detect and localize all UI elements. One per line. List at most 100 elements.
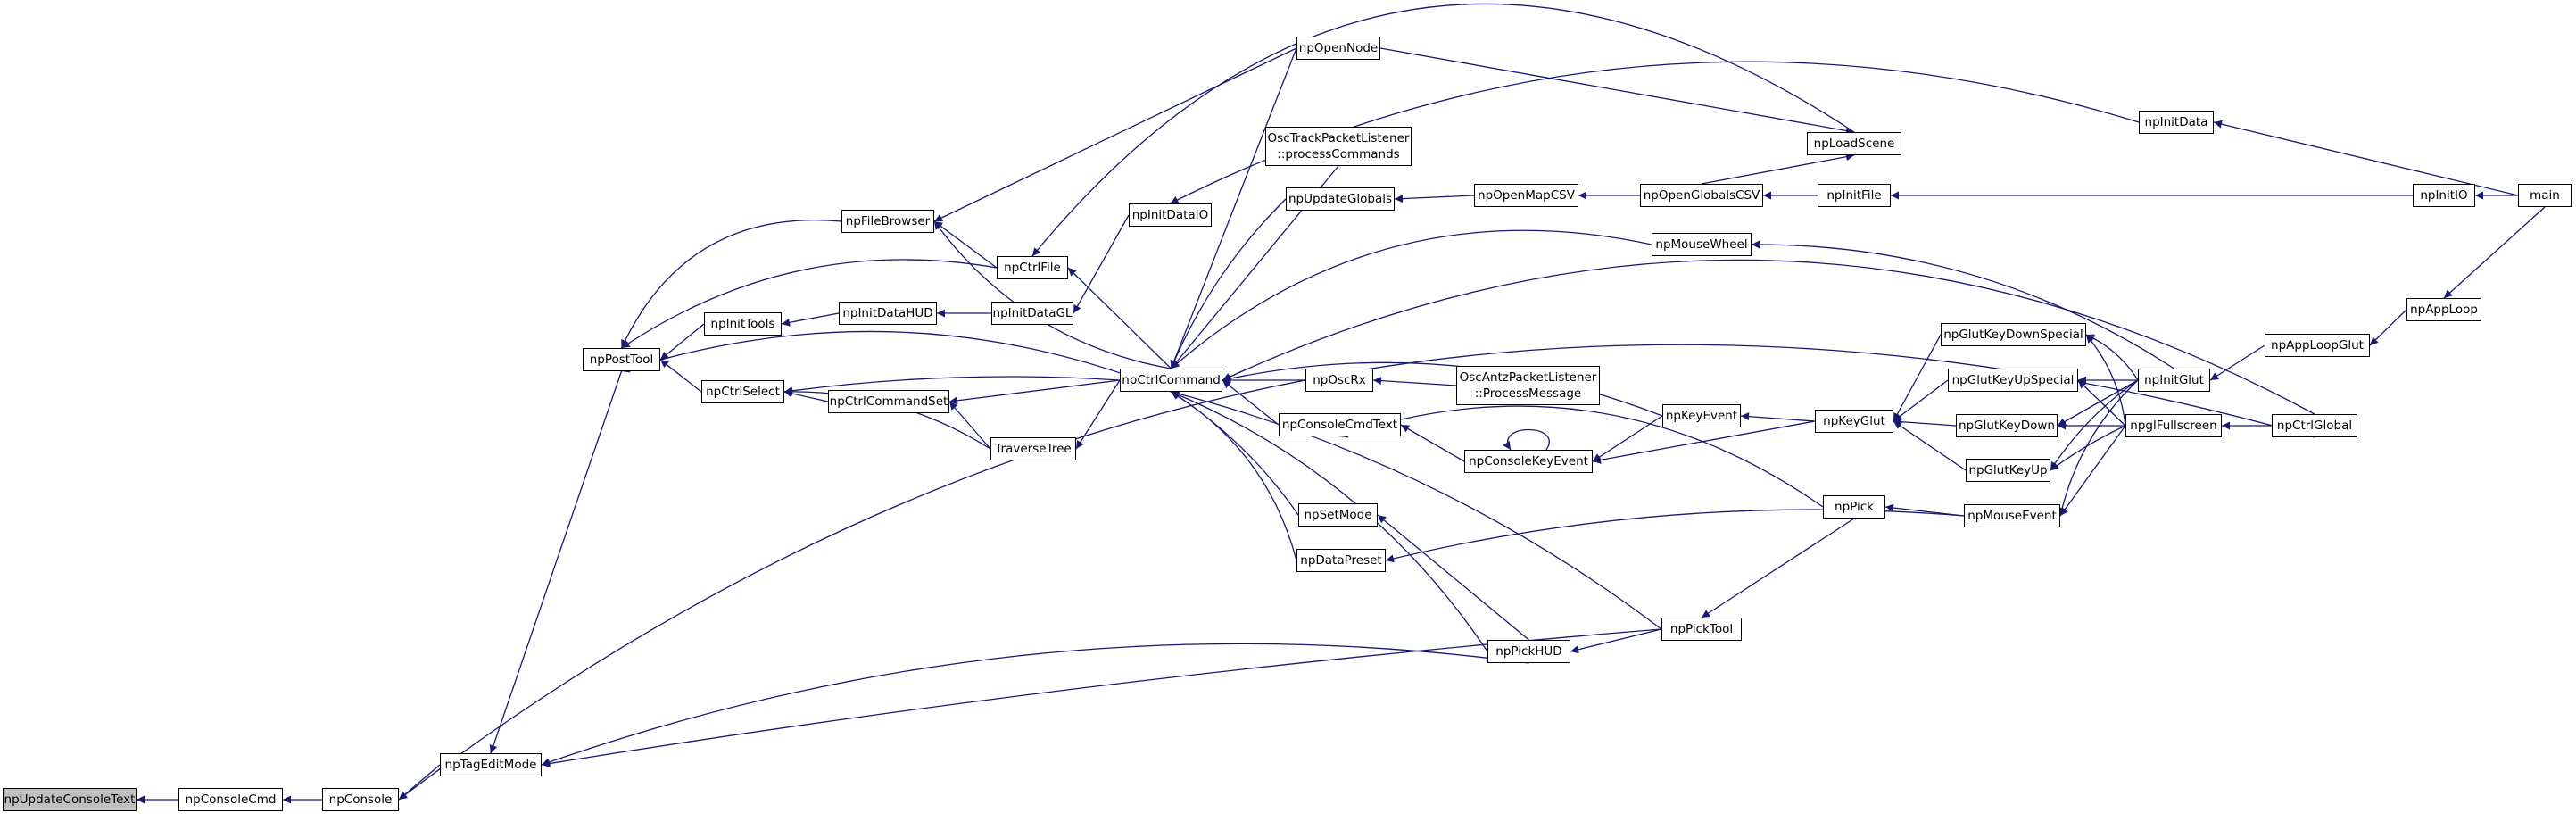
edge-n24-n24 xyxy=(1503,428,1550,451)
edge-n38-n40 xyxy=(2058,379,2139,517)
edge-n24-n32 xyxy=(1592,420,1816,464)
node-npinitfile[interactable]: npInitFile xyxy=(1818,184,1891,207)
edge-n27-n40 xyxy=(1751,240,2174,369)
node-npfilebrowser[interactable]: npFileBrowser xyxy=(841,210,934,233)
edge-n35-n41 xyxy=(2077,379,2126,427)
edge-n25-n29 xyxy=(1570,628,1662,654)
edge-n32-n34 xyxy=(1893,334,1942,422)
node-npupdateglobals[interactable]: npUpdateGlobals xyxy=(1286,187,1395,211)
edge-n4-n7 xyxy=(659,359,702,393)
edge-n39-n46 xyxy=(2213,120,2519,196)
node-npctrlselect[interactable]: npCtrlSelect xyxy=(701,380,784,403)
edge-n30-n15 xyxy=(1379,47,1855,135)
edge-n36-n40 xyxy=(2057,379,2139,427)
node-npconsolecmdtext[interactable]: npConsoleCmdText xyxy=(1279,413,1401,436)
edge-n14-n17 xyxy=(1170,198,1287,369)
node-nptageditmode[interactable]: npTagEditMode xyxy=(440,753,542,776)
node-npinitglut[interactable]: npInitGlut xyxy=(2138,369,2210,392)
edge-n5-n15 xyxy=(933,47,1297,222)
node-nppicktool[interactable]: npPickTool xyxy=(1661,618,1742,641)
node-npopennode[interactable]: npOpenNode xyxy=(1296,37,1380,60)
edge-n3-n4 xyxy=(489,370,623,754)
node-npctrlfile[interactable]: npCtrlFile xyxy=(997,256,1068,279)
edge-n11-n12 xyxy=(948,401,991,450)
edge-n14-n28 xyxy=(1222,361,1663,417)
edge-n18-n22 xyxy=(1372,377,1457,386)
edge-n4-n14 xyxy=(621,330,1172,393)
edge-n14-n21 xyxy=(1171,391,1297,561)
node-npctrlcommandset[interactable]: npCtrlCommandSet xyxy=(828,390,949,413)
node-npdatapreset[interactable]: npDataPreset xyxy=(1296,549,1386,572)
node-npinitdataio[interactable]: npInitDataIO xyxy=(1129,203,1212,227)
node-npopenmapcsv[interactable]: npOpenMapCSV xyxy=(1474,184,1578,207)
node-npapploopglut[interactable]: npAppLoopGlut xyxy=(2265,334,2370,357)
node-npmouseevent[interactable]: npMouseEvent xyxy=(1964,504,2060,527)
node-npinittools[interactable]: npInitTools xyxy=(704,312,782,336)
edge-n12-n14 xyxy=(1075,379,1121,450)
edge-n14-n25 xyxy=(1171,391,1488,652)
edge-n37-n41 xyxy=(2050,425,2126,471)
node-npctrlcommand[interactable]: npCtrlCommand xyxy=(1120,369,1222,392)
node-npconsolecmd[interactable]: npConsoleCmd xyxy=(178,788,283,811)
edge-n42-n45 xyxy=(2369,309,2407,346)
edge-n9-n30 xyxy=(1031,3,1855,257)
edge-n11-n14 xyxy=(948,379,1121,405)
node-npinitdatahud[interactable]: npInitDataHUD xyxy=(839,302,937,325)
node-oscantzpacketlistener-processmessage[interactable]: OscAntzPacketListener::ProcessMessage xyxy=(1456,366,1600,405)
edge-n28-n32 xyxy=(1740,412,1816,422)
node-npupdateconsoletext[interactable]: npUpdateConsoleText xyxy=(3,788,137,811)
node-nposcrx[interactable]: npOscRx xyxy=(1305,369,1373,392)
node-npinitdata[interactable]: npInitData xyxy=(2139,111,2214,134)
node-npmousewheel[interactable]: npMouseWheel xyxy=(1652,233,1752,256)
edge-n20-n25 xyxy=(1377,514,1529,641)
node-npconsole[interactable]: npConsole xyxy=(322,788,399,811)
edge-n19-n33 xyxy=(1339,405,1824,508)
node-npsetmode[interactable]: npSetMode xyxy=(1298,503,1378,527)
edge-n9-n14 xyxy=(1067,267,1172,369)
edge-n37-n40 xyxy=(2050,379,2139,471)
edge-n32-n36 xyxy=(1893,418,1957,427)
node-npinitdatagl[interactable]: npInitDataGL xyxy=(991,302,1073,325)
edge-n34-n41 xyxy=(2085,334,2126,427)
edge-n29-n33 xyxy=(1701,518,1855,618)
node-nppick[interactable]: npPick xyxy=(1823,495,1885,519)
node-npinitio[interactable]: npInitIO xyxy=(2413,184,2475,207)
edge-n4-n6 xyxy=(659,323,705,361)
edge-n7-n14 xyxy=(783,376,1121,395)
node-nploadscene[interactable]: npLoadScene xyxy=(1807,132,1901,155)
node-traversetree[interactable]: TraverseTree xyxy=(990,437,1076,460)
edge-n3-n25 xyxy=(541,643,1529,767)
edge-n14-n19 xyxy=(1222,379,1280,426)
node-npopenglobalscsv[interactable]: npOpenGlobalsCSV xyxy=(1640,184,1763,207)
node-npctrlglobal[interactable]: npCtrlGlobal xyxy=(2272,414,2357,437)
edge-n6-n8 xyxy=(781,312,840,327)
edge-n30-n26 xyxy=(1701,153,1855,185)
node-npglutkeydownspecial[interactable]: npGlutKeyDownSpecial xyxy=(1941,323,2086,346)
node-npglutkeyupspecial[interactable]: npGlutKeyUpSpecial xyxy=(1948,369,2078,392)
edge-n14-n43 xyxy=(1222,259,2315,415)
edge-n4-n9 xyxy=(621,259,998,349)
node-npglfullscreen[interactable]: npglFullscreen xyxy=(2125,414,2222,437)
edge-n4-n5 xyxy=(620,220,842,349)
node-osctrackpacketlistener-processcommands[interactable]: OscTrackPacketListener::processCommands xyxy=(1265,127,1412,166)
edge-n14-n15 xyxy=(1170,47,1297,369)
node-npconsolekeyevent[interactable]: npConsoleKeyEvent xyxy=(1464,450,1593,473)
node-npglutkeydown[interactable]: npGlutKeyDown xyxy=(1956,414,2058,437)
edge-n32-n37 xyxy=(1893,420,1967,471)
edge-n10-n13 xyxy=(1073,214,1130,314)
edge-n40-n42 xyxy=(2209,344,2265,381)
node-main[interactable]: main xyxy=(2518,184,2572,207)
edge-n5-n14 xyxy=(933,220,1172,369)
edge-n17-n23 xyxy=(1394,195,1475,203)
edge-n14-n29 xyxy=(1171,389,1662,630)
node-npapploop[interactable]: npAppLoop xyxy=(2406,298,2481,321)
node-npkeyevent[interactable]: npKeyEvent xyxy=(1662,404,1741,427)
node-npposttool[interactable]: npPostTool xyxy=(583,348,660,371)
node-npglutkeyup[interactable]: npGlutKeyUp xyxy=(1966,459,2050,482)
edge-n19-n24 xyxy=(1400,424,1465,462)
node-npkeyglut[interactable]: npKeyGlut xyxy=(1815,410,1893,433)
edge-n32-n35 xyxy=(1893,379,1949,422)
node-nppickhud[interactable]: npPickHUD xyxy=(1487,640,1570,663)
